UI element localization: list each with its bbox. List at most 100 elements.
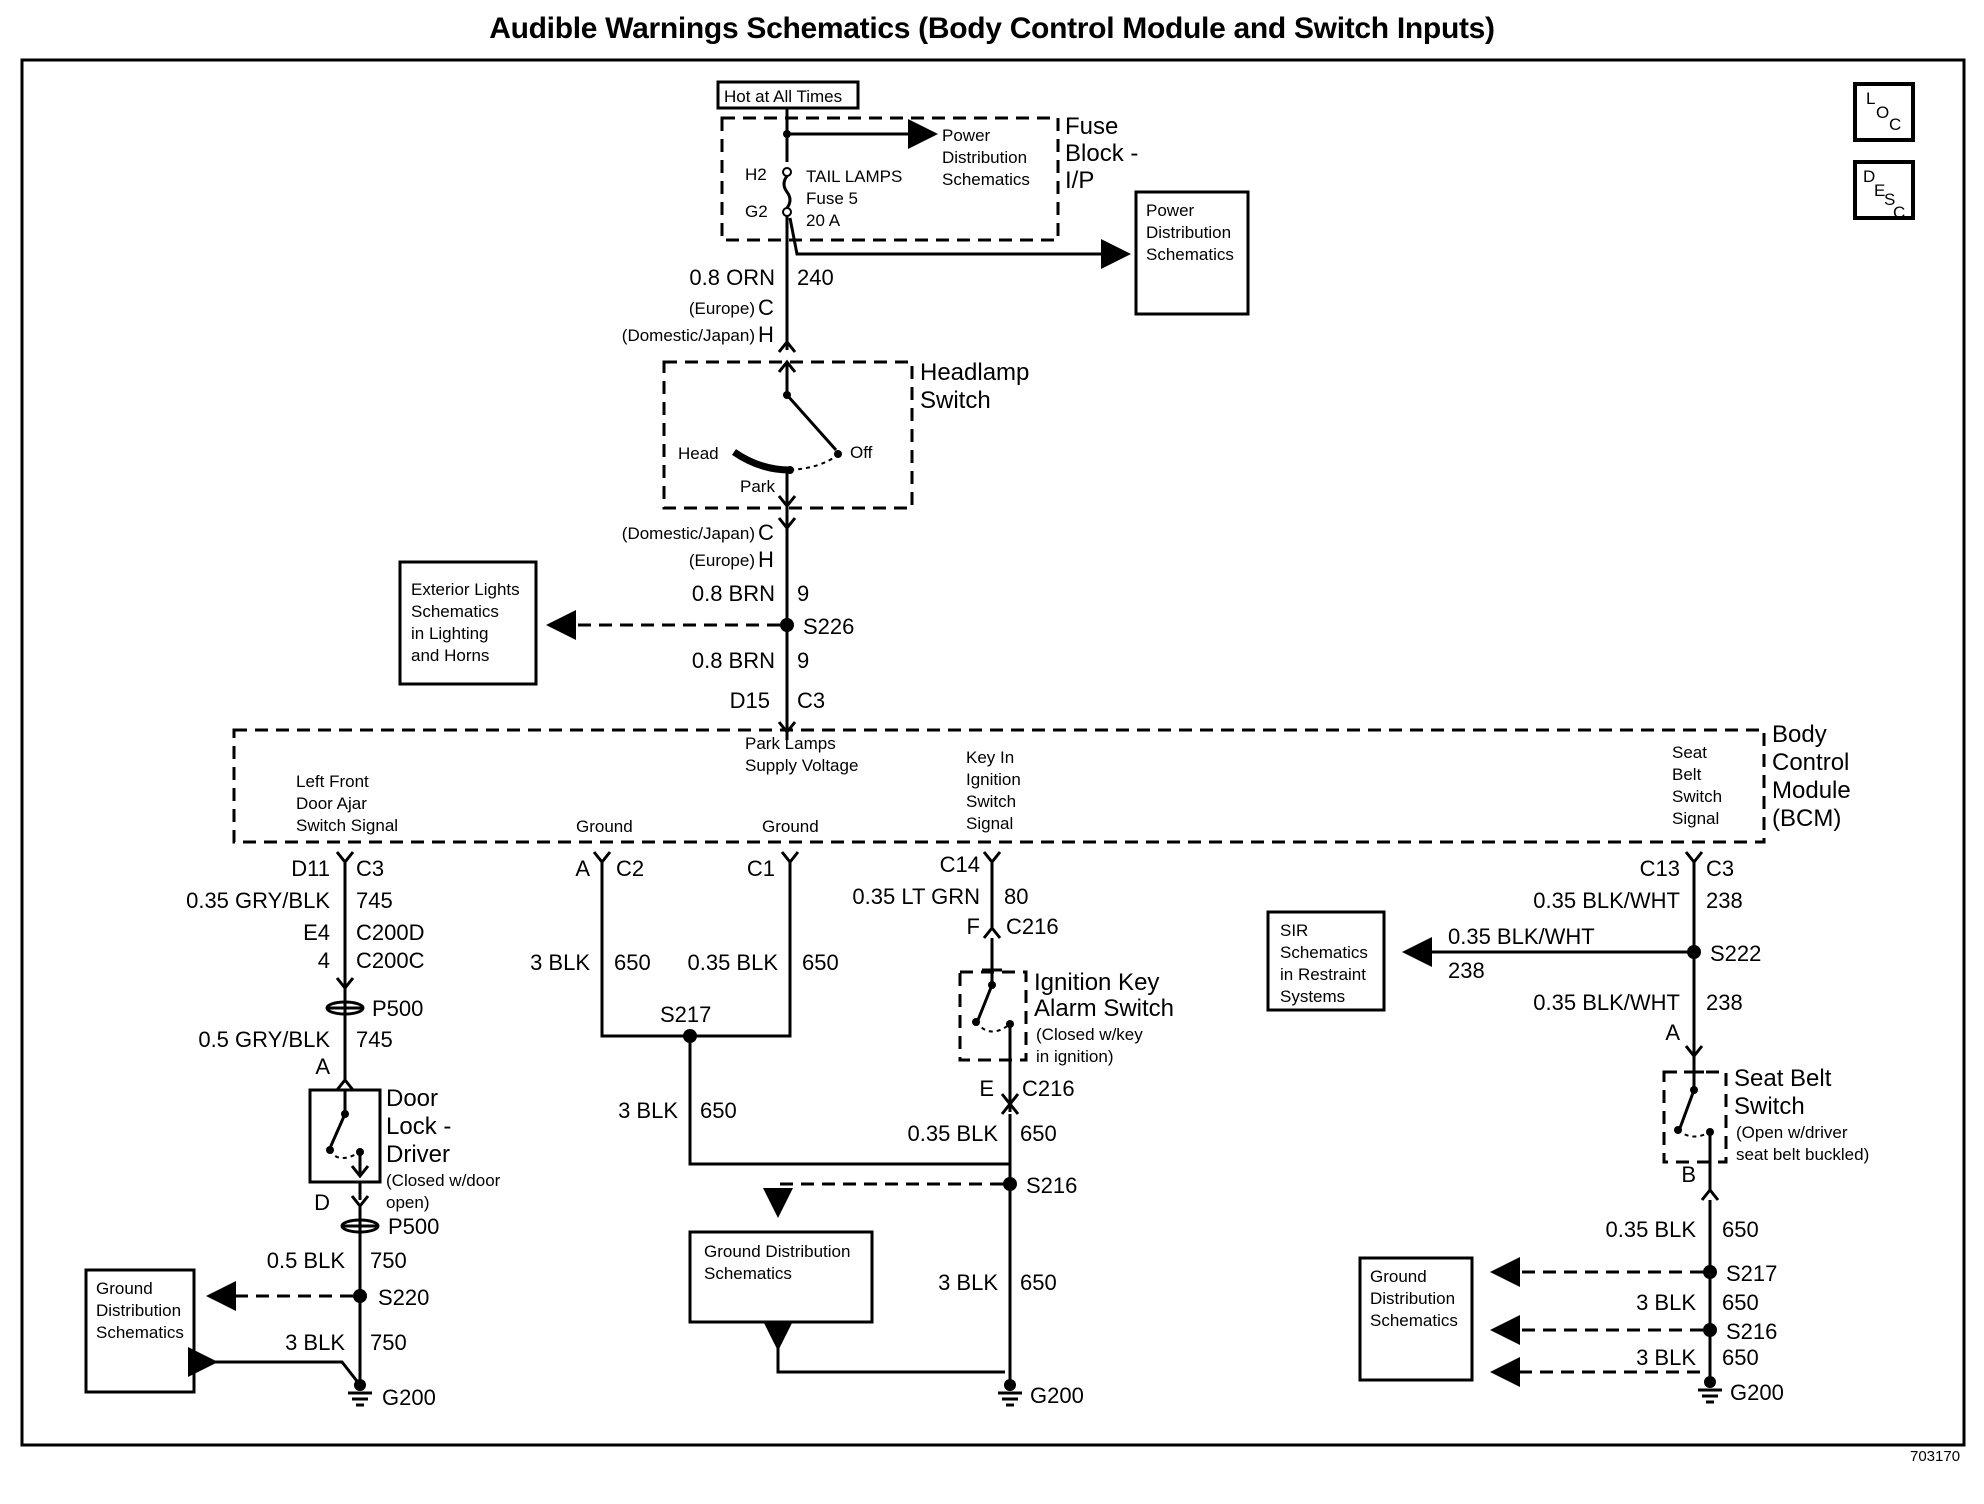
diagram-label: 0.35 GRY/BLK: [186, 888, 330, 913]
diagram-label: 0.8 BRN: [692, 648, 775, 673]
diagram-label: D15: [730, 688, 770, 713]
body-control-module-outline: [232, 728, 1766, 844]
diagram-label: SIR: [1280, 921, 1308, 940]
diagram-label: Systems: [1280, 987, 1345, 1006]
diagram-label: 0.35 BLK: [1605, 1217, 1696, 1242]
diagram-label: D11: [291, 856, 330, 881]
diagram-label: A: [315, 1054, 330, 1079]
fuse-block-outline: [720, 116, 1060, 242]
diagram-label: 0.8 BRN: [692, 581, 775, 606]
diagram-label: C200C: [356, 948, 425, 973]
diagram-label: S222: [1710, 941, 1761, 966]
diagram-label: 650: [1020, 1121, 1057, 1146]
diagram-label: C: [1893, 203, 1905, 222]
diagram-label: Head: [678, 444, 719, 463]
splice-s216-mid: [1003, 1177, 1017, 1191]
diagram-label: Schematics: [411, 602, 499, 621]
diagram-label: Off: [850, 443, 873, 462]
diagram-label: Distribution: [96, 1301, 181, 1320]
diagram-label: Schematics: [1370, 1311, 1458, 1330]
diagram-label: Driver: [386, 1141, 450, 1168]
diagram-label: H: [758, 322, 774, 347]
diagram-label: O: [1876, 103, 1889, 122]
splice-s217-right: [1703, 1265, 1717, 1279]
diagram-label: H: [758, 547, 774, 572]
diagram-label: Seat Belt: [1734, 1065, 1832, 1092]
hot-at-all-times-box: [716, 80, 860, 110]
diagram-label: 745: [356, 1027, 393, 1052]
diagram-label: 0.5 BLK: [267, 1248, 346, 1273]
diagram-label: (Europe): [689, 551, 755, 570]
ground-distribution-box-mid: [688, 1230, 874, 1324]
diagram-label: C216: [1022, 1076, 1075, 1101]
diagram-label: A: [1665, 1020, 1680, 1045]
diagram-label: Park: [740, 477, 775, 496]
diagram-label: S220: [378, 1285, 429, 1310]
diagram-title: Audible Warnings Schematics (Body Contro…: [489, 12, 1495, 45]
diagram-label: 20 A: [806, 211, 841, 230]
diagram-label: C14: [940, 852, 980, 877]
diagram-label: Body: [1772, 721, 1827, 748]
diagram-label: Ignition: [966, 770, 1021, 789]
diagram-label: 3 BLK: [938, 1270, 998, 1295]
diagram-label: Distribution: [942, 148, 1027, 167]
diagram-label: 0.35 LT GRN: [852, 884, 980, 909]
hot-label: Hot at All Times: [724, 87, 842, 106]
diagram-label: Schematics: [1146, 245, 1234, 264]
diagram-label: Fuse: [1065, 113, 1118, 140]
diagram-label: Belt: [1672, 765, 1702, 784]
diagram-label: Door Ajar: [296, 794, 367, 813]
diagram-label: Ignition Key: [1034, 969, 1159, 996]
diagram-label: 3 BLK: [1636, 1345, 1696, 1370]
ground-g200-mid-icon: [998, 1391, 1022, 1407]
diagram-label: Switch: [966, 792, 1016, 811]
diagram-label: C13: [1640, 856, 1680, 881]
diagram-label: Schematics: [942, 170, 1030, 189]
diagram-label: D: [314, 1190, 330, 1215]
diagram-label: Key In: [966, 748, 1014, 767]
diagram-label: 0.8 ORN: [689, 265, 775, 290]
diagram-label: 750: [370, 1248, 407, 1273]
diagram-label: (Closed w/key: [1036, 1025, 1143, 1044]
diagram-label: Switch: [1734, 1093, 1805, 1120]
diagram-label: Exterior Lights: [411, 580, 520, 599]
ground-distribution-box-left: [84, 1268, 196, 1394]
diagram-label: (BCM): [1772, 805, 1841, 832]
diagram-label: TAIL LAMPS: [806, 167, 902, 186]
splice-s222: [1687, 945, 1701, 959]
diagram-label: C: [758, 520, 774, 545]
sir-schematics-box: [1266, 910, 1386, 1012]
ground-g200-left-icon: [348, 1391, 372, 1407]
diagram-label: Schematics: [704, 1264, 792, 1283]
diagram-label: Alarm Switch: [1034, 995, 1174, 1022]
diagram-label: S216: [1026, 1173, 1077, 1198]
diagram-label: Distribution: [1370, 1289, 1455, 1308]
diagram-label: (Domestic/Japan): [622, 326, 755, 345]
diagram-label: E: [1874, 181, 1885, 200]
diagram-label: P500: [372, 996, 423, 1021]
diagram-label: C1: [747, 856, 775, 881]
splice-s216-right: [1703, 1323, 1717, 1337]
diagram-label: 0.35 BLK/WHT: [1533, 888, 1680, 913]
diagram-label: 238: [1448, 958, 1485, 983]
diagram-label: 0.35 BLK/WHT: [1448, 924, 1595, 949]
diagram-label: Ground: [96, 1279, 153, 1298]
diagram-label: 9: [797, 648, 809, 673]
diagram-label: 238: [1706, 888, 1743, 913]
diagram-label: 240: [797, 265, 834, 290]
loc-icon[interactable]: LOC: [1853, 82, 1915, 142]
exterior-lights-box: [398, 560, 538, 686]
diagram-label: S: [1884, 190, 1895, 209]
diagram-label: C: [758, 295, 774, 320]
diagram-label: Signal: [966, 814, 1013, 833]
diagram-label: 745: [356, 888, 393, 913]
diagram-label: E: [979, 1076, 994, 1101]
diagram-label: Power: [942, 126, 991, 145]
diagram-label: 0.5 GRY/BLK: [198, 1027, 330, 1052]
diagram-label: 650: [1020, 1270, 1057, 1295]
diagram-label: 650: [700, 1098, 737, 1123]
diagram-label: 3 BLK: [285, 1330, 345, 1355]
diagram-label: C216: [1006, 914, 1059, 939]
